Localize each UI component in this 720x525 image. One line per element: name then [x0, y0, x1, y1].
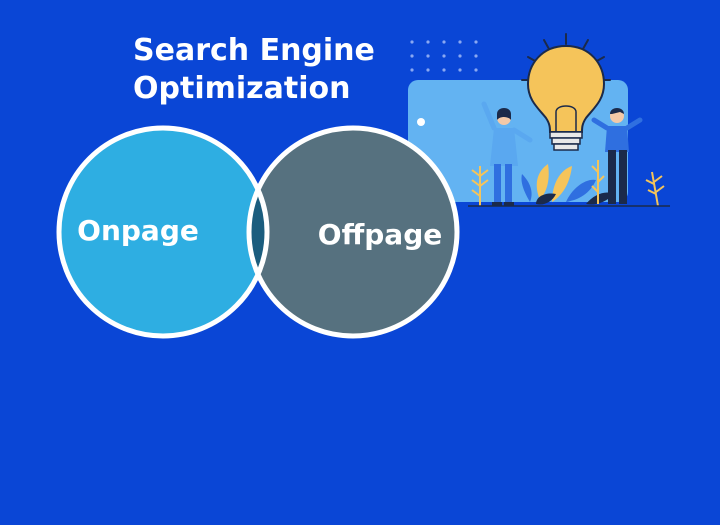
plant-leaves: [471, 160, 665, 207]
dot-pattern: [410, 40, 478, 72]
venn-diagram: Onpage Offpage: [56, 125, 460, 339]
person-man: [591, 108, 643, 204]
left-circle-outline: [56, 125, 270, 339]
diagram-title: Search Engine Optimization: [133, 32, 375, 108]
right-circle-outline: [246, 125, 460, 339]
lightbulb-icon: [526, 44, 606, 151]
onpage-label: Onpage: [77, 214, 199, 247]
title-line-2: Optimization: [133, 71, 351, 106]
screen-dot: [417, 118, 425, 126]
right-circle: [249, 128, 457, 336]
left-circle: [59, 128, 267, 336]
person-woman: [481, 101, 533, 206]
offpage-label: Offpage: [318, 218, 442, 251]
idea-illustration: [408, 33, 670, 207]
title-line-1: Search Engine: [133, 33, 375, 68]
